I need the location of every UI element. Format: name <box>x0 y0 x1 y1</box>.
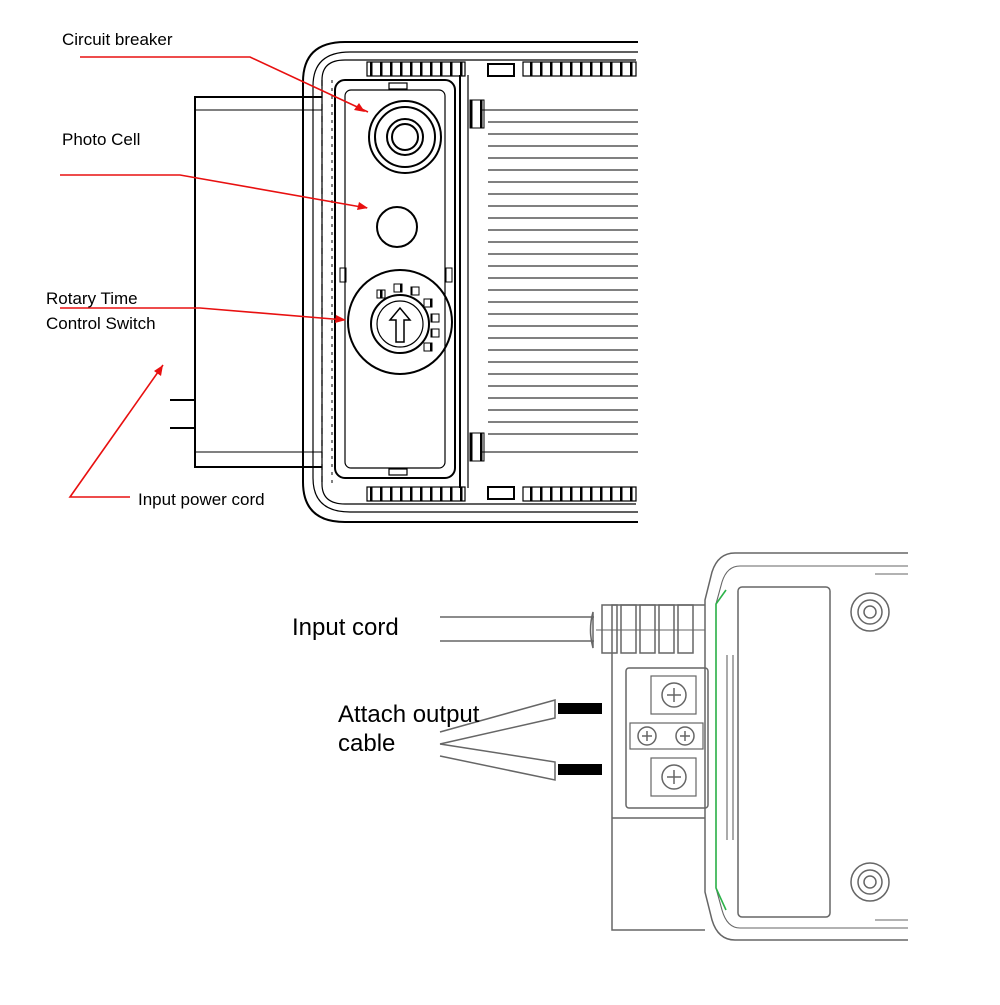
circuit-breaker <box>368 100 442 174</box>
label-circuit-breaker: Circuit breaker <box>62 30 173 49</box>
leader-rotary-switch <box>60 307 346 321</box>
label-attach-output-line1: Attach output <box>338 701 480 728</box>
control-panel <box>334 75 469 488</box>
top-view-fixture <box>170 41 638 523</box>
output-cable <box>439 699 556 781</box>
bottom-rib-strip <box>366 486 637 502</box>
figure1-leaders <box>60 56 369 498</box>
leader-circuit-breaker <box>80 56 369 113</box>
output-wire-ends <box>558 703 602 775</box>
input-cord <box>440 616 594 642</box>
label-input-cord: Input cord <box>292 614 399 641</box>
leader-photo-cell <box>60 174 368 209</box>
heat-sink-fins <box>482 109 638 453</box>
top-rib-strip <box>366 61 637 77</box>
label-input-power-cord: Input power cord <box>138 490 265 509</box>
label-rotary-time-line1: Rotary Time <box>46 289 138 308</box>
end-view-fixture <box>439 552 908 941</box>
fixture-housing <box>302 41 638 523</box>
mounting-boss-bottom <box>850 862 890 902</box>
label-rotary-time-line2: Control Switch <box>46 314 156 333</box>
leader-input-power-cord <box>68 364 164 498</box>
rotary-time-switch <box>347 269 453 375</box>
label-photo-cell: Photo Cell <box>62 130 141 149</box>
mounting-boss-top <box>850 592 890 632</box>
end-housing <box>704 552 908 941</box>
cord-sleeve <box>170 96 322 468</box>
side-clips <box>469 99 485 462</box>
cord-strain-relief <box>589 604 705 654</box>
label-attach-output-line2: cable <box>338 730 396 757</box>
photo-cell <box>376 206 418 248</box>
